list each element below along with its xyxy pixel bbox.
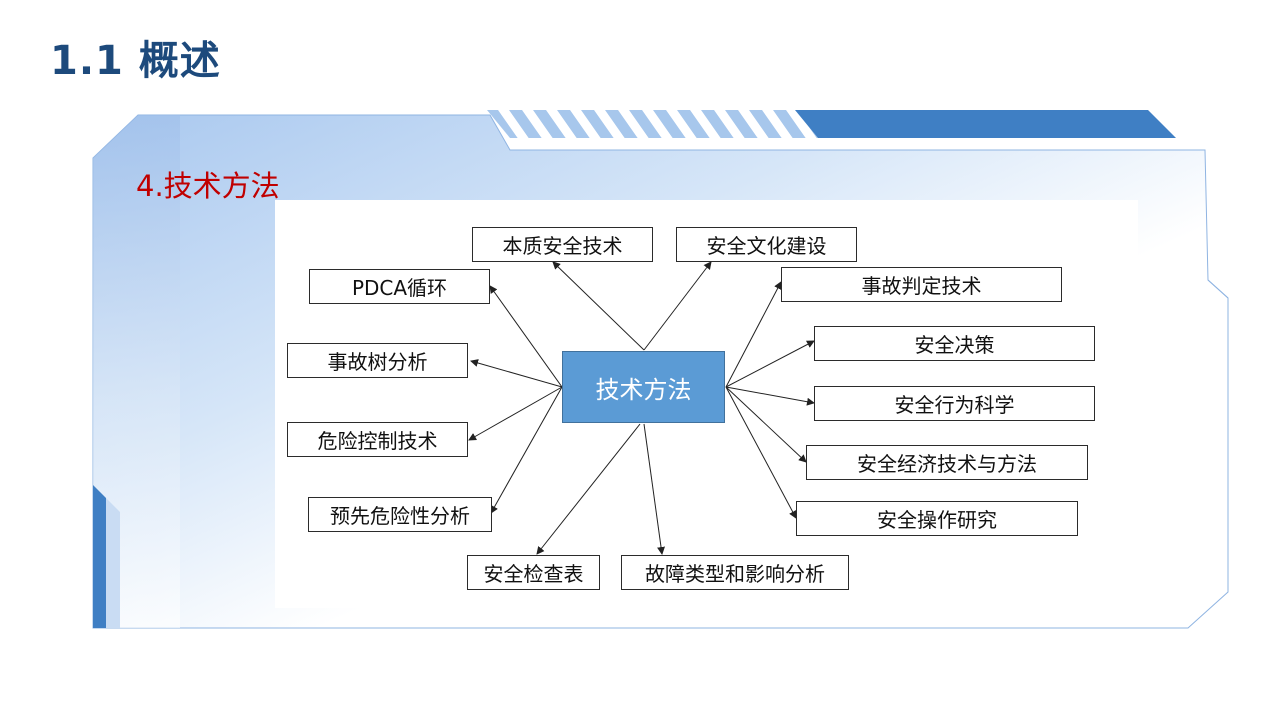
connector-arrow-11 (725, 386, 815, 406)
node-label: 事故判定技术 (861, 274, 982, 298)
node-juece: 安全决策 (814, 326, 1095, 361)
node-guzhang: 故障类型和影响分析 (621, 555, 849, 590)
section-title: 4.技术方法 (136, 169, 280, 203)
node-label: 事故树分析 (327, 350, 428, 374)
frame-left-accent (93, 485, 106, 628)
node-label: 安全文化建设 (706, 234, 827, 258)
node-label: 安全检查表 (483, 562, 584, 586)
node-label: 安全经济技术与方法 (857, 452, 1037, 476)
node-panding: 事故判定技术 (781, 267, 1062, 302)
node-label: 故障类型和影响分析 (645, 562, 825, 586)
connector-arrow-5 (468, 386, 563, 441)
node-pdca: PDCA循环 (309, 269, 490, 304)
connector-arrow-6 (490, 386, 563, 514)
slide-title: 1.1 概述 (50, 38, 221, 84)
node-kongzhi: 危险控制技术 (287, 422, 468, 457)
node-wenhua: 安全文化建设 (676, 227, 857, 262)
node-jingji: 安全经济技术与方法 (806, 445, 1088, 480)
node-label: PDCA循环 (351, 276, 448, 300)
connector-arrow-3 (489, 285, 563, 388)
connector-arrow-2 (643, 261, 712, 351)
node-label: 预先危险性分析 (330, 504, 470, 528)
frame-stripes (487, 110, 818, 138)
node-label: 本质安全技术 (502, 234, 623, 258)
connector-arrow-7 (536, 423, 641, 555)
node-caozuo: 安全操作研究 (796, 501, 1078, 536)
connector-arrow-9 (725, 281, 782, 388)
connector-arrow-13 (725, 386, 797, 519)
connector-layer (468, 261, 815, 555)
node-jiancha: 安全检查表 (467, 555, 600, 590)
node-yuxian: 预先危险性分析 (308, 497, 492, 532)
center-node-label: 技术方法 (595, 375, 692, 404)
node-label: 危险控制技术 (317, 429, 438, 453)
connector-arrow-10 (725, 340, 815, 388)
node-label: 安全行为科学 (894, 393, 1015, 417)
node-label: 安全操作研究 (877, 508, 997, 532)
diagram-panel: 技术方法 本质安全技术 安全文化建设 PDCA循环 事故判定技术 安全决策 事故… (275, 200, 1138, 608)
connector-arrow-4 (470, 359, 563, 388)
node-shigushu: 事故树分析 (287, 343, 468, 378)
connector-arrow-1 (552, 261, 645, 351)
connector-arrow-8 (643, 423, 666, 555)
connector-arrow-12 (725, 386, 807, 463)
node-xingwei: 安全行为科学 (814, 386, 1095, 421)
center-node: 技术方法 (562, 351, 725, 423)
frame-top-bar (795, 110, 1176, 138)
node-label: 安全决策 (914, 333, 995, 357)
frame-left-panel (93, 115, 180, 628)
node-benzhi: 本质安全技术 (472, 227, 653, 262)
